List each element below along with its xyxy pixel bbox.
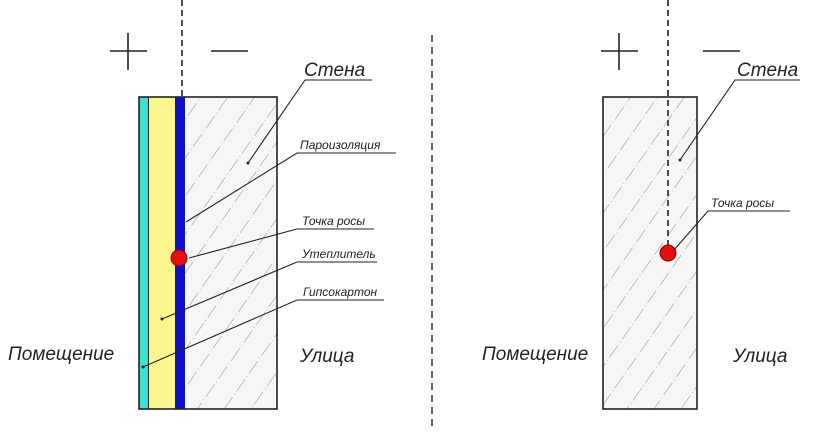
wall-hatch (603, 97, 697, 409)
insulation-label: Утеплитель (301, 247, 376, 261)
dew-point-marker (659, 244, 677, 262)
insulation-layer (149, 97, 175, 409)
plus-sign: + (601, 33, 638, 70)
street-label: Улица (299, 346, 354, 367)
wall-label: Стена (737, 60, 798, 81)
street-label: Улица (732, 346, 787, 367)
drywall-label: Гипсокартон (303, 285, 378, 299)
dew-point-marker (170, 249, 188, 267)
room-label: Помещение (8, 344, 114, 365)
plus-sign: + (110, 33, 147, 70)
leader-lines (673, 79, 800, 251)
wall-hatch (185, 97, 277, 409)
wall-label: Стена (304, 60, 365, 81)
dew-point-label: Точка росы (302, 214, 365, 228)
vapor-barrier-label: Пароизоляция (300, 138, 381, 152)
right-diagram: + — Стена Точка росы Помещение Улица (482, 0, 800, 410)
left-diagram: + — Стена Пароизоляция Точка росы Утепли… (8, 0, 396, 410)
drywall-layer (139, 97, 148, 409)
room-label: Помещение (482, 344, 588, 365)
wall-outline (138, 96, 278, 410)
wall-outline (602, 96, 698, 410)
dew-point-label: Точка росы (711, 196, 774, 210)
leader-lines (142, 79, 396, 368)
